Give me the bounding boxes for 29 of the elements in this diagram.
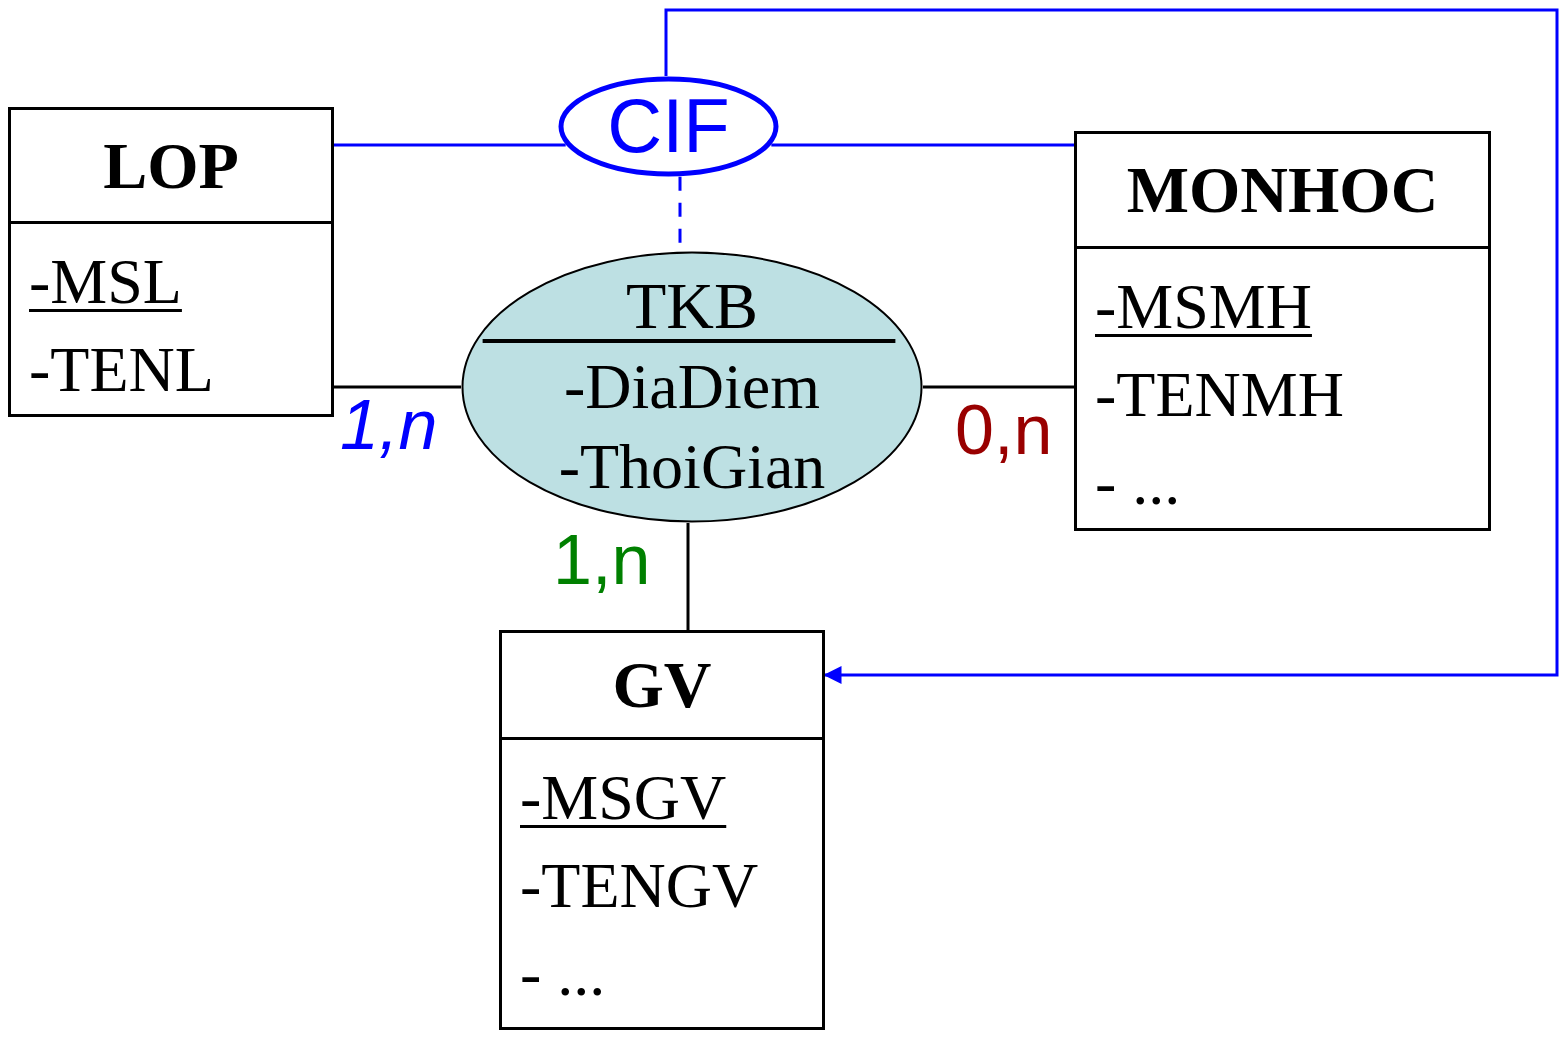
entity-box	[499, 630, 825, 1030]
attribute-text: -ThoiGian	[558, 430, 826, 504]
entity-box	[1074, 131, 1491, 531]
entity-box	[8, 107, 334, 417]
attribute-text: -TENMH	[1095, 358, 1344, 432]
constraint-label: CIF	[607, 88, 730, 164]
attribute-text: -TENGV	[520, 849, 759, 923]
attribute-text: -MSGV	[520, 761, 727, 835]
entity-name: GV	[612, 652, 712, 718]
connector-line	[923, 385, 1074, 389]
ellipse-node	[558, 76, 779, 177]
cardinality-label: 0,n	[955, 395, 1053, 465]
connector-line	[334, 143, 566, 147]
relationship-name: TKB	[626, 273, 758, 339]
attribute-text: - ...	[1095, 446, 1181, 520]
attribute-text: -MSMH	[1095, 270, 1312, 344]
attribute-text: -DiaDiem	[564, 350, 820, 424]
entity-name: LOP	[103, 132, 239, 199]
entity-name: MONHOC	[1126, 157, 1439, 223]
cardinality-label: 1,n	[553, 525, 651, 595]
attribute-text: -MSL	[29, 245, 182, 319]
arrow	[664, 8, 1559, 684]
connector-line	[334, 385, 461, 389]
cardinality-label: 1,n	[340, 390, 438, 460]
relationship-ellipse	[461, 251, 923, 523]
connector-line	[686, 523, 690, 630]
attribute-text: - ...	[520, 937, 606, 1011]
connector-line	[771, 143, 1074, 147]
attribute-text: -TENL	[29, 333, 214, 407]
